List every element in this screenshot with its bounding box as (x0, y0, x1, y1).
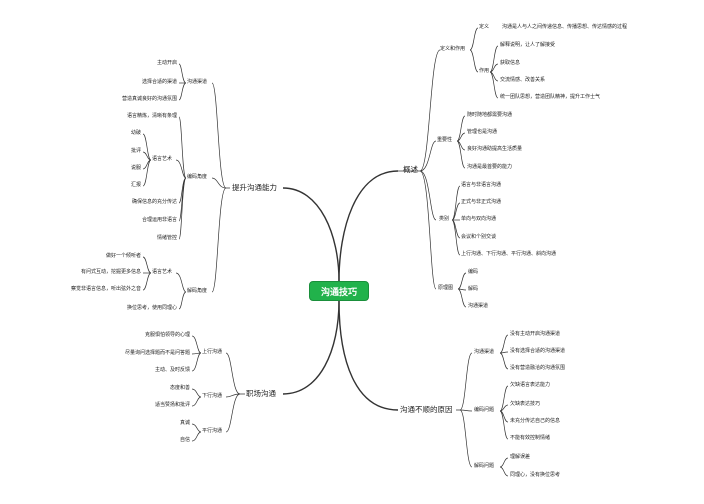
leaf-encoding-art[interactable]: 说服 (130, 165, 141, 171)
node-decoding-art[interactable]: 语言艺术 (152, 269, 173, 275)
leaf-cause-decoding[interactable]: 理解误差 (510, 454, 531, 460)
leaf-importance[interactable]: 随时随地都需要沟通 (467, 112, 513, 118)
topic-improve[interactable]: 提升沟通能力 (232, 183, 277, 192)
leaf-cause-encoding[interactable]: 欠缺语言表达能力 (510, 382, 551, 388)
leaf-category[interactable]: 上行沟通、下行沟通、平行沟通、斜向沟通 (461, 251, 557, 257)
leaf-role[interactable]: 统一团队思想，营造团队精神，提升工作士气 (500, 94, 601, 100)
leaf-category[interactable]: 单向与双向沟通 (461, 216, 497, 222)
leaf-cause-channel[interactable]: 没有选择合适的沟通渠道 (510, 348, 566, 354)
topic-overview[interactable]: 概述 (403, 165, 418, 174)
central-topic[interactable]: 沟通技巧 (309, 281, 369, 301)
node-upward[interactable]: 上行沟通 (202, 349, 223, 355)
leaf-cause-channel[interactable]: 没有主动开启沟通渠道 (510, 331, 561, 337)
leaf-cause-encoding[interactable]: 欠缺表达技巧 (510, 401, 541, 407)
node-improve-encoding[interactable]: 编码角度 (187, 174, 208, 180)
node-category[interactable]: 类别 (439, 216, 450, 222)
leaf-decoding-art[interactable]: 有问式互动，挖掘更多信息 (80, 269, 141, 275)
leaf-upward[interactable]: 主动、及时反馈 (154, 367, 190, 373)
node-cause-encoding[interactable]: 编码问题 (474, 407, 495, 413)
leaf-improve-channel[interactable]: 主动开启 (156, 60, 177, 66)
leaf-importance[interactable]: 良好沟通助提高生活质量 (467, 146, 523, 152)
node-cause-channel[interactable]: 沟通渠道 (474, 349, 495, 355)
node-improve-decoding[interactable]: 解码角度 (187, 288, 208, 294)
leaf-cause-encoding[interactable]: 不能有效控制情绪 (510, 435, 551, 441)
leaf-principle[interactable]: 编码 (468, 269, 479, 275)
leaf-cause-decoding[interactable]: 同理心，没有换位思考 (510, 472, 561, 478)
leaf-definition-text[interactable]: 沟通是人与人之间传递信息、传播思想、传达情感的过程 (502, 24, 628, 30)
node-level[interactable]: 平行沟通 (202, 428, 223, 434)
leaf-decoding-art[interactable]: 察觉非语言信息，听出弦外之音 (70, 286, 141, 292)
node-definition[interactable]: 定义 (479, 24, 490, 30)
leaf-improve-channel[interactable]: 营造真诚良好的沟通氛围 (121, 96, 177, 102)
leaf-importance[interactable]: 沟通是最首要的能力 (467, 164, 513, 170)
leaf-category[interactable]: 正式与非正式沟通 (461, 199, 502, 205)
node-principle[interactable]: 原理图 (438, 285, 454, 291)
leaf-decoding-empathy[interactable]: 换位思考，使用同理心 (126, 305, 177, 311)
node-importance[interactable]: 重要性 (437, 137, 453, 143)
leaf-encoding-art[interactable]: 汇报 (130, 182, 141, 188)
leaf-encoding-confirm[interactable]: 确保信息的充分传达 (131, 199, 177, 205)
node-cause-decoding[interactable]: 解码问题 (474, 463, 495, 469)
leaf-decoding-art[interactable]: 做好一个倾听者 (105, 253, 141, 259)
leaf-downward[interactable]: 态度和善 (169, 385, 190, 391)
leaf-cause-encoding[interactable]: 未充分传达自己的信息 (510, 418, 561, 424)
leaf-role[interactable]: 交流情感、改善关系 (500, 77, 546, 83)
leaf-encoding-nonverbal[interactable]: 合理运用非语言 (141, 217, 177, 223)
leaf-role[interactable]: 解释说明，让人了解接受 (500, 42, 556, 48)
leaf-upward[interactable]: 尽量询问选择题而不是问答题 (124, 350, 190, 356)
leaf-upward[interactable]: 克服惧怕领导的心理 (144, 332, 190, 338)
leaf-encoding-art[interactable]: 幼破 (130, 130, 141, 136)
topic-causes[interactable]: 沟通不顺的原因 (400, 405, 453, 414)
leaf-downward[interactable]: 适当赞扬和批评 (154, 402, 190, 408)
leaf-category[interactable]: 会议和个别交谈 (461, 234, 497, 240)
leaf-encoding-art[interactable]: 批评 (130, 148, 141, 154)
leaf-improve-channel[interactable]: 选择合适的渠道 (141, 79, 177, 85)
leaf-role[interactable]: 获取信息 (500, 60, 521, 66)
leaf-importance[interactable]: 管理也是沟通 (467, 129, 498, 135)
leaf-level[interactable]: 真诚 (179, 420, 190, 426)
topic-workplace[interactable]: 职场沟通 (246, 389, 276, 398)
node-improve-channel[interactable]: 沟通渠道 (187, 79, 208, 85)
leaf-principle[interactable]: 解码 (468, 286, 479, 292)
node-definition-role[interactable]: 定义和作用 (440, 46, 466, 52)
node-role[interactable]: 作用 (479, 68, 490, 74)
node-encoding-art[interactable]: 语言艺术 (152, 156, 173, 162)
leaf-level[interactable]: 自信 (179, 437, 190, 443)
leaf-cause-channel[interactable]: 没有营造融洽的沟通氛围 (510, 365, 566, 371)
leaf-encoding-clear[interactable]: 语言精炼，清晰有条理 (126, 113, 177, 119)
leaf-principle[interactable]: 沟通渠道 (468, 303, 489, 309)
node-downward[interactable]: 下行沟通 (202, 393, 223, 399)
leaf-category[interactable]: 语言与非语言沟通 (461, 182, 502, 188)
leaf-encoding-emotion[interactable]: 情绪管控 (156, 235, 177, 241)
